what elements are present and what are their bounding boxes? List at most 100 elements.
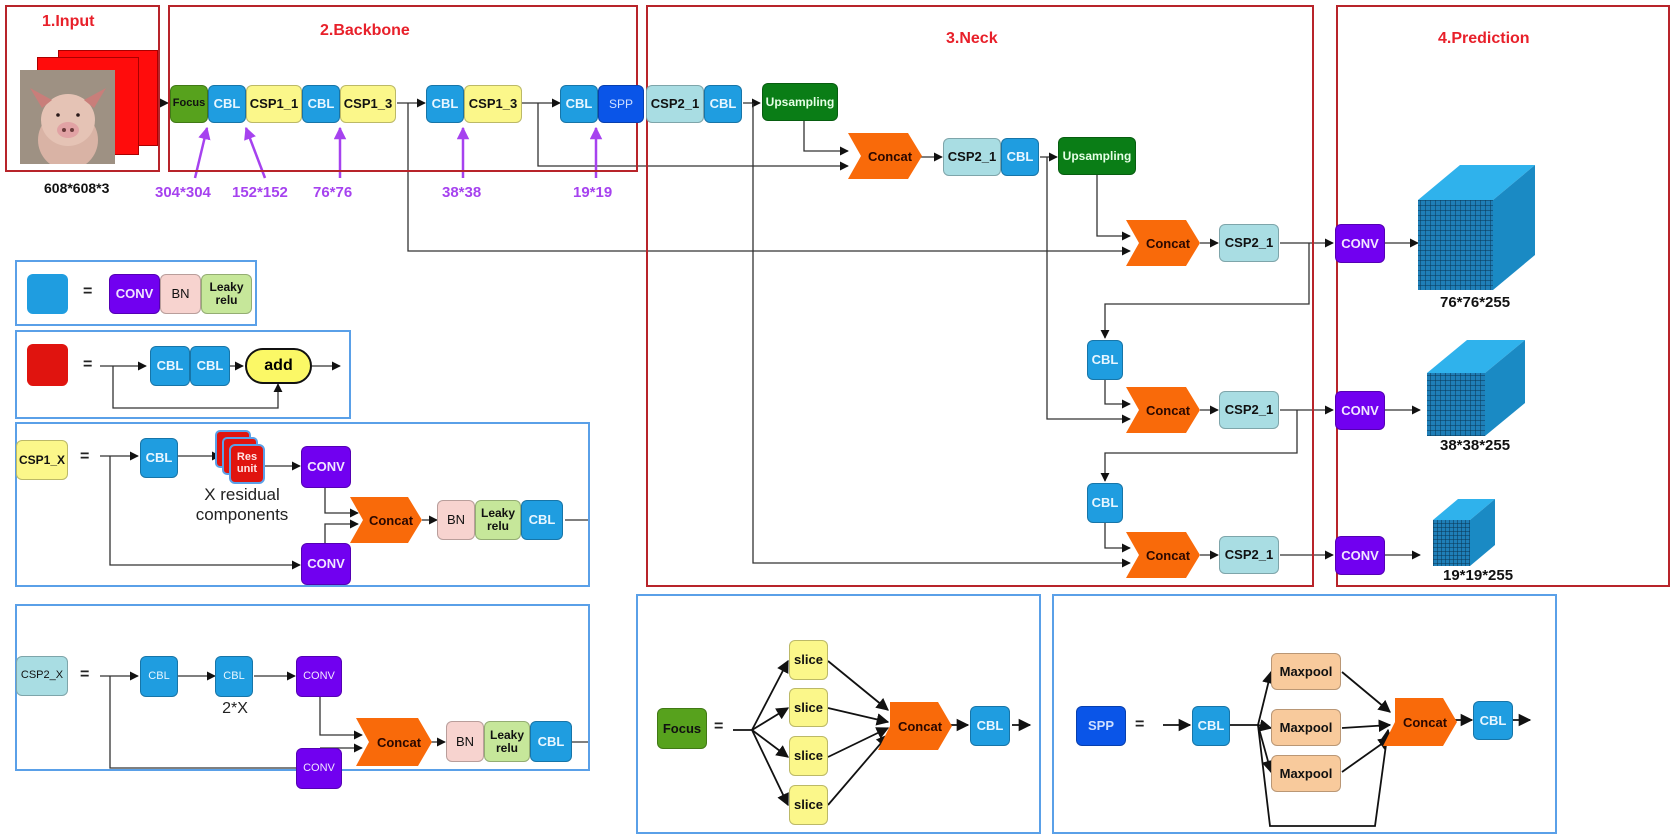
legend-csp2-cbl-2: CBL bbox=[215, 656, 253, 697]
section-input bbox=[5, 5, 160, 172]
legend-csp1-conv-top: CONV bbox=[301, 446, 351, 488]
neck-concat-3[interactable]: Concat bbox=[1126, 387, 1200, 433]
legend-focus-slice-2: slice bbox=[789, 688, 828, 727]
legend-cbl-bn: BN bbox=[160, 274, 201, 314]
legend-res-cbl-1: CBL bbox=[150, 346, 190, 386]
legend-csp2-name: CSP2_X bbox=[16, 656, 68, 696]
legend-focus-concat: Concat bbox=[878, 702, 952, 750]
legend-csp1-caption: X residual components bbox=[195, 485, 289, 525]
prediction-conv-1[interactable]: CONV bbox=[1335, 224, 1385, 263]
backbone-focus[interactable]: Focus bbox=[170, 85, 208, 123]
neck-concat-3-label: Concat bbox=[1145, 402, 1191, 418]
legend-focus-name: Focus bbox=[657, 708, 707, 749]
dim-label-304: 304*304 bbox=[155, 184, 211, 201]
neck-concat-4[interactable]: Concat bbox=[1126, 532, 1200, 578]
legend-focus-equals: = bbox=[714, 718, 724, 735]
legend-csp1-concat-label: Concat bbox=[368, 512, 414, 528]
backbone-csp1-3-a[interactable]: CSP1_3 bbox=[340, 85, 396, 123]
neck-upsampling-1[interactable]: Upsampling bbox=[762, 83, 838, 121]
legend-csp2-caption: 2*X bbox=[222, 700, 248, 717]
legend-focus bbox=[636, 594, 1041, 834]
legend-csp1-res-unit: Res unit bbox=[229, 444, 265, 484]
neck-concat-4-label: Concat bbox=[1145, 547, 1191, 563]
legend-csp2-cbl-1: CBL bbox=[140, 656, 178, 697]
legend-csp2-cbl-tail: CBL bbox=[530, 721, 572, 762]
dim-label-76: 76*76 bbox=[313, 184, 353, 201]
legend-focus-cbl: CBL bbox=[970, 706, 1010, 746]
legend-res-swatch bbox=[27, 344, 68, 386]
legend-cbl-equals: = bbox=[83, 283, 93, 300]
input-size-label: 608*608*3 bbox=[44, 180, 110, 196]
legend-spp-equals: = bbox=[1135, 716, 1145, 733]
backbone-cbl-2[interactable]: CBL bbox=[302, 85, 340, 123]
legend-spp-maxpool-3: Maxpool bbox=[1271, 755, 1341, 792]
neck-upsampling-2[interactable]: Upsampling bbox=[1058, 137, 1136, 175]
legend-cbl-conv: CONV bbox=[109, 274, 160, 314]
legend-csp1 bbox=[15, 422, 590, 587]
output-label-38: 38*38*255 bbox=[1440, 437, 1511, 454]
legend-csp2-conv-bottom: CONV bbox=[296, 748, 342, 789]
legend-res-unit bbox=[15, 330, 351, 419]
legend-csp1-name: CSP1_X bbox=[16, 440, 68, 480]
legend-csp2-bn: BN bbox=[446, 721, 484, 762]
section-prediction bbox=[1336, 5, 1670, 587]
backbone-spp[interactable]: SPP bbox=[598, 85, 644, 123]
neck-cbl-mid2[interactable]: CBL bbox=[1087, 483, 1123, 523]
legend-csp2-leaky: Leaky relu bbox=[484, 721, 530, 762]
legend-csp2-equals: = bbox=[80, 666, 90, 683]
section-title-backbone: 2.Backbone bbox=[320, 22, 410, 39]
output-label-76: 76*76*255 bbox=[1440, 294, 1511, 311]
neck-csp2-1-b[interactable]: CSP2_1 bbox=[943, 138, 1001, 176]
legend-focus-slice-3: slice bbox=[789, 736, 828, 776]
legend-csp1-conv-bottom: CONV bbox=[301, 543, 351, 585]
legend-res-add: add bbox=[245, 348, 312, 384]
dim-label-19: 19*19 bbox=[573, 184, 613, 201]
legend-csp2-conv-top: CONV bbox=[296, 656, 342, 697]
prediction-conv-3[interactable]: CONV bbox=[1335, 536, 1385, 575]
legend-focus-slice-4: slice bbox=[789, 785, 828, 825]
neck-csp2-1-out3[interactable]: CSP2_1 bbox=[1219, 536, 1279, 574]
output-tensor-medium-icon bbox=[1427, 340, 1525, 436]
legend-cbl-leaky-relu: Leaky relu bbox=[201, 274, 252, 314]
legend-res-cbl-2: CBL bbox=[190, 346, 230, 386]
backbone-cbl-3[interactable]: CBL bbox=[426, 85, 464, 123]
legend-cbl-swatch bbox=[27, 274, 68, 314]
dim-label-152: 152*152 bbox=[232, 184, 288, 201]
backbone-csp1-3-b[interactable]: CSP1_3 bbox=[464, 85, 522, 123]
backbone-csp1-1[interactable]: CSP1_1 bbox=[246, 85, 302, 123]
neck-csp2-1-out1[interactable]: CSP2_1 bbox=[1219, 224, 1279, 262]
legend-csp1-cbl: CBL bbox=[140, 438, 178, 478]
neck-concat-2[interactable]: Concat bbox=[1126, 220, 1200, 266]
legend-csp1-leaky: Leaky relu bbox=[475, 500, 521, 540]
legend-spp-name: SPP bbox=[1076, 706, 1126, 746]
neck-csp2-1-a[interactable]: CSP2_1 bbox=[646, 85, 704, 123]
legend-spp-cbl-tail: CBL bbox=[1473, 701, 1513, 740]
pig-icon bbox=[20, 70, 115, 170]
prediction-conv-2[interactable]: CONV bbox=[1335, 391, 1385, 430]
legend-spp bbox=[1052, 594, 1557, 834]
backbone-cbl-1[interactable]: CBL bbox=[208, 85, 246, 123]
neck-csp2-1-out2[interactable]: CSP2_1 bbox=[1219, 391, 1279, 429]
legend-focus-slice-1: slice bbox=[789, 640, 828, 680]
legend-csp1-cbl-tail: CBL bbox=[521, 500, 563, 540]
section-title-prediction: 4.Prediction bbox=[1438, 30, 1530, 47]
neck-concat-1[interactable]: Concat bbox=[848, 133, 922, 179]
neck-cbl-a[interactable]: CBL bbox=[704, 85, 742, 123]
section-title-neck: 3.Neck bbox=[946, 30, 998, 47]
legend-csp2-concat-label: Concat bbox=[376, 734, 422, 750]
legend-focus-concat-label: Concat bbox=[897, 718, 943, 734]
output-tensor-small-icon bbox=[1433, 499, 1495, 566]
legend-res-equals: = bbox=[83, 356, 93, 373]
input-image bbox=[20, 70, 115, 170]
legend-spp-maxpool-2: Maxpool bbox=[1271, 709, 1341, 746]
legend-csp1-bn: BN bbox=[437, 500, 475, 540]
backbone-cbl-4[interactable]: CBL bbox=[560, 85, 598, 123]
legend-spp-cbl: CBL bbox=[1192, 706, 1230, 746]
neck-cbl-mid1[interactable]: CBL bbox=[1087, 340, 1123, 380]
dim-label-38: 38*38 bbox=[442, 184, 482, 201]
neck-concat-1-label: Concat bbox=[867, 148, 913, 164]
neck-cbl-b[interactable]: CBL bbox=[1001, 138, 1039, 176]
legend-spp-maxpool-1: Maxpool bbox=[1271, 653, 1341, 690]
neck-concat-2-label: Concat bbox=[1145, 235, 1191, 251]
legend-spp-concat: Concat bbox=[1383, 698, 1457, 746]
